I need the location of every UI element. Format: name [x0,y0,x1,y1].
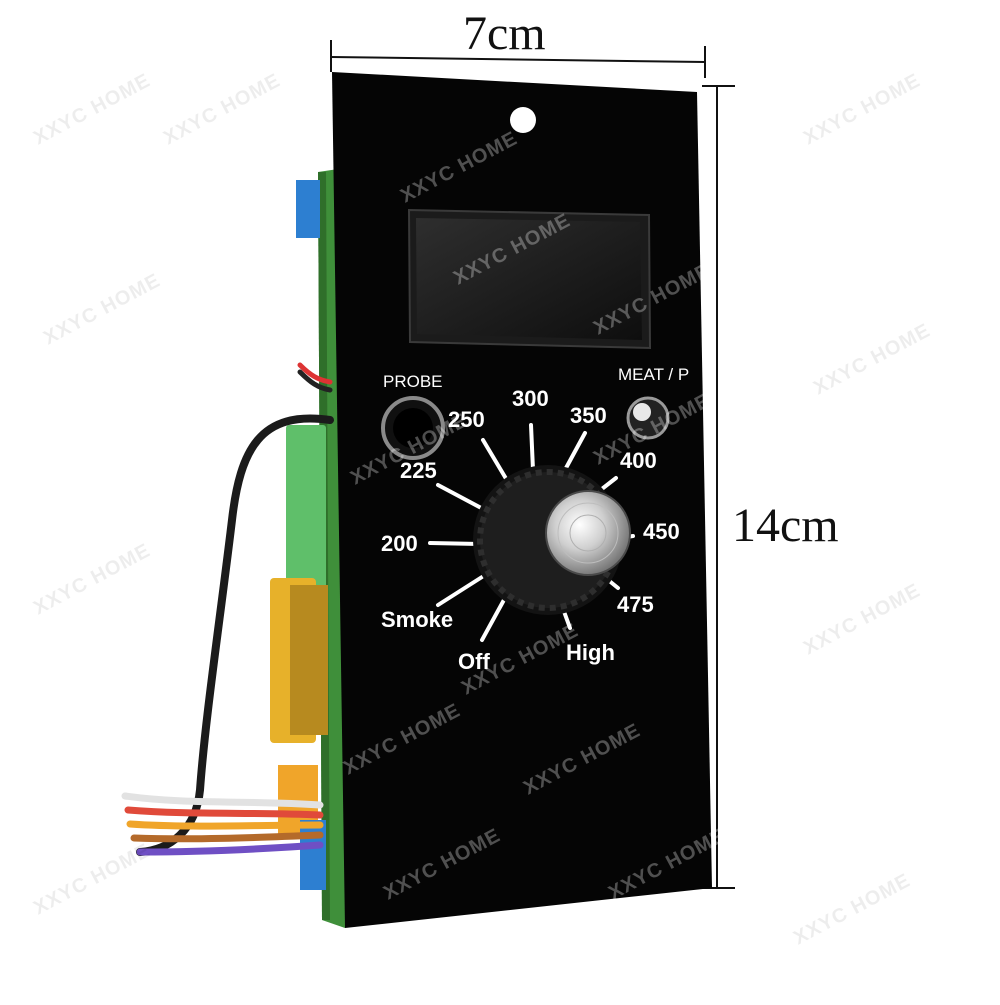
meat-probe-jack[interactable] [626,396,670,440]
dial-setting-400: 400 [620,448,657,473]
dial-setting-225: 225 [400,458,437,483]
meat-probe-label: MEAT / P [618,365,690,384]
dial-setting-300: 300 [512,386,549,411]
dial-setting-off: Off [458,649,490,674]
terminal-block [296,180,320,238]
dial-setting-350: 350 [570,403,607,428]
mounting-hole [510,107,536,133]
dial-setting-200: 200 [381,531,418,556]
probe-label: PROBE [383,372,443,391]
height-dimension-label: 14cm [732,499,839,552]
width-dimension-label: 7cm [463,7,546,60]
temperature-dial-knob[interactable] [473,465,631,615]
dial-setting-450: 450 [643,519,680,544]
width-dimension-line [330,40,706,78]
dial-setting-475: 475 [617,592,654,617]
knob-cap [545,490,631,576]
lcd-display [407,208,652,350]
probe-jack[interactable] [381,396,445,460]
circuit-board [270,168,345,928]
dial-setting-250: 250 [448,407,485,432]
relay-housing [286,425,326,610]
dial-setting-smoke: Smoke [381,607,454,632]
dial-setting-high: High [566,640,615,665]
wire-harness [121,362,334,856]
